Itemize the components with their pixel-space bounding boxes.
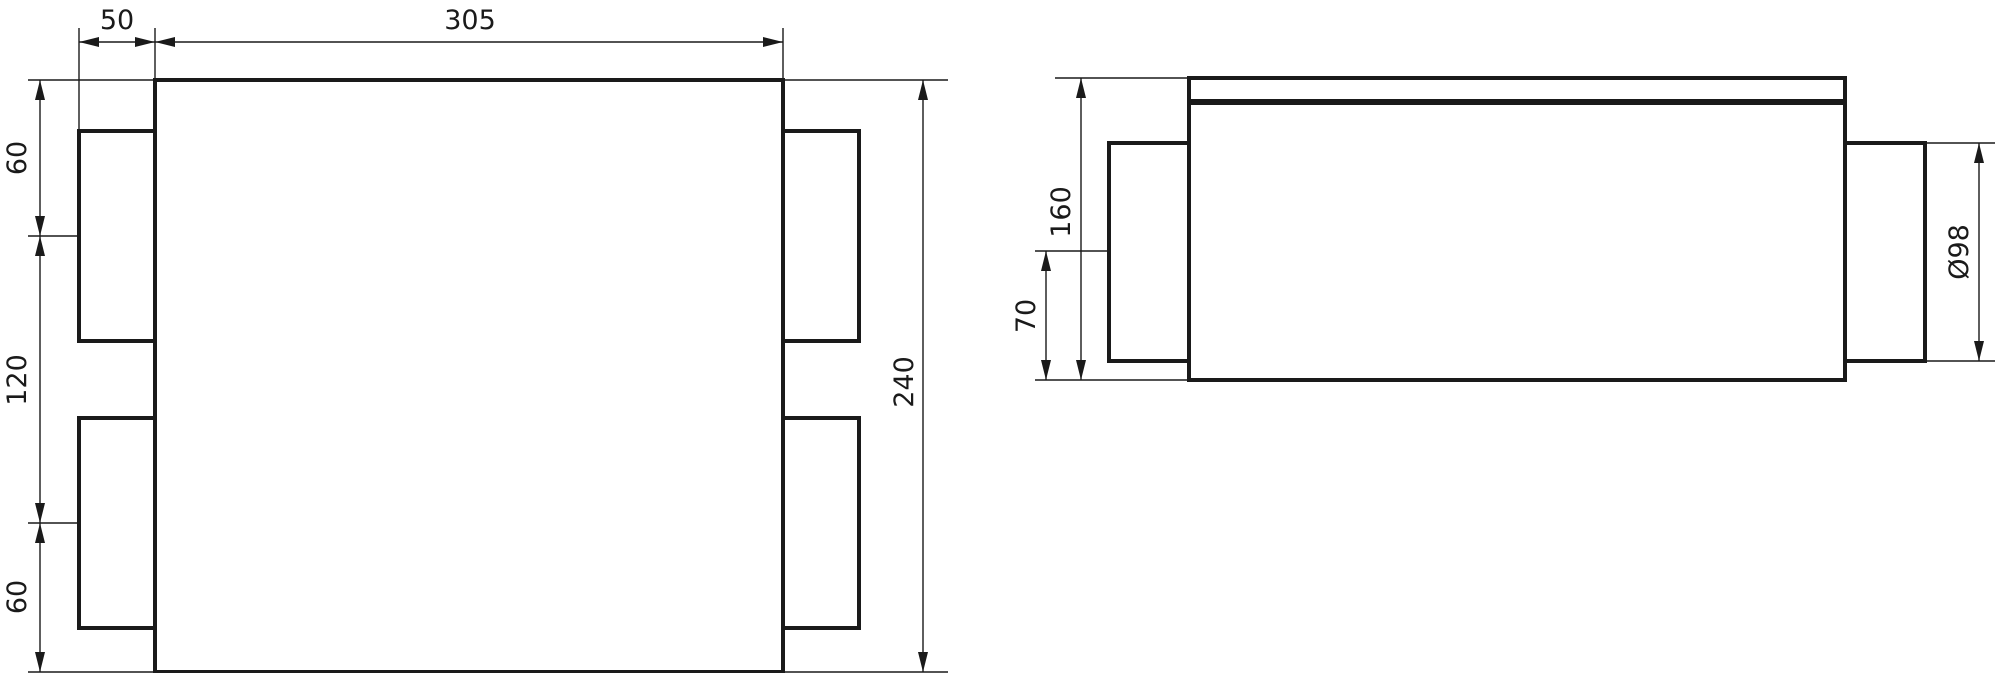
front-spigot-right-upper: [781, 129, 861, 343]
front-extension-lines: [28, 28, 948, 673]
dim-label-top-offset: 60: [2, 141, 33, 175]
dim-label-spigot-spacing: 120: [2, 354, 33, 406]
dim-label-body-height: 240: [889, 356, 920, 408]
side-spigot-left: [1107, 141, 1191, 363]
side-extension-lines: [1035, 77, 1995, 381]
front-spigot-left-upper: [77, 129, 157, 343]
front-body-outline: [153, 78, 785, 673]
side-body-outline: [1187, 76, 1847, 382]
front-view: 50 305 60 120 60 240: [2, 5, 948, 673]
side-spigot-right: [1843, 141, 1927, 363]
dim-label-overall-height: 160: [1046, 186, 1077, 238]
front-spigot-right-lower: [781, 416, 861, 630]
side-view: 160 70 Ø98: [1011, 76, 1995, 382]
dim-label-bottom-offset: 60: [2, 580, 33, 614]
dim-label-spigot-diameter: Ø98: [1944, 224, 1975, 280]
dim-label-body-width: 305: [444, 5, 496, 36]
front-spigot-left-lower: [77, 416, 157, 630]
dim-label-spigot-length: 50: [100, 5, 134, 36]
dim-label-spigot-center-height: 70: [1011, 299, 1042, 333]
